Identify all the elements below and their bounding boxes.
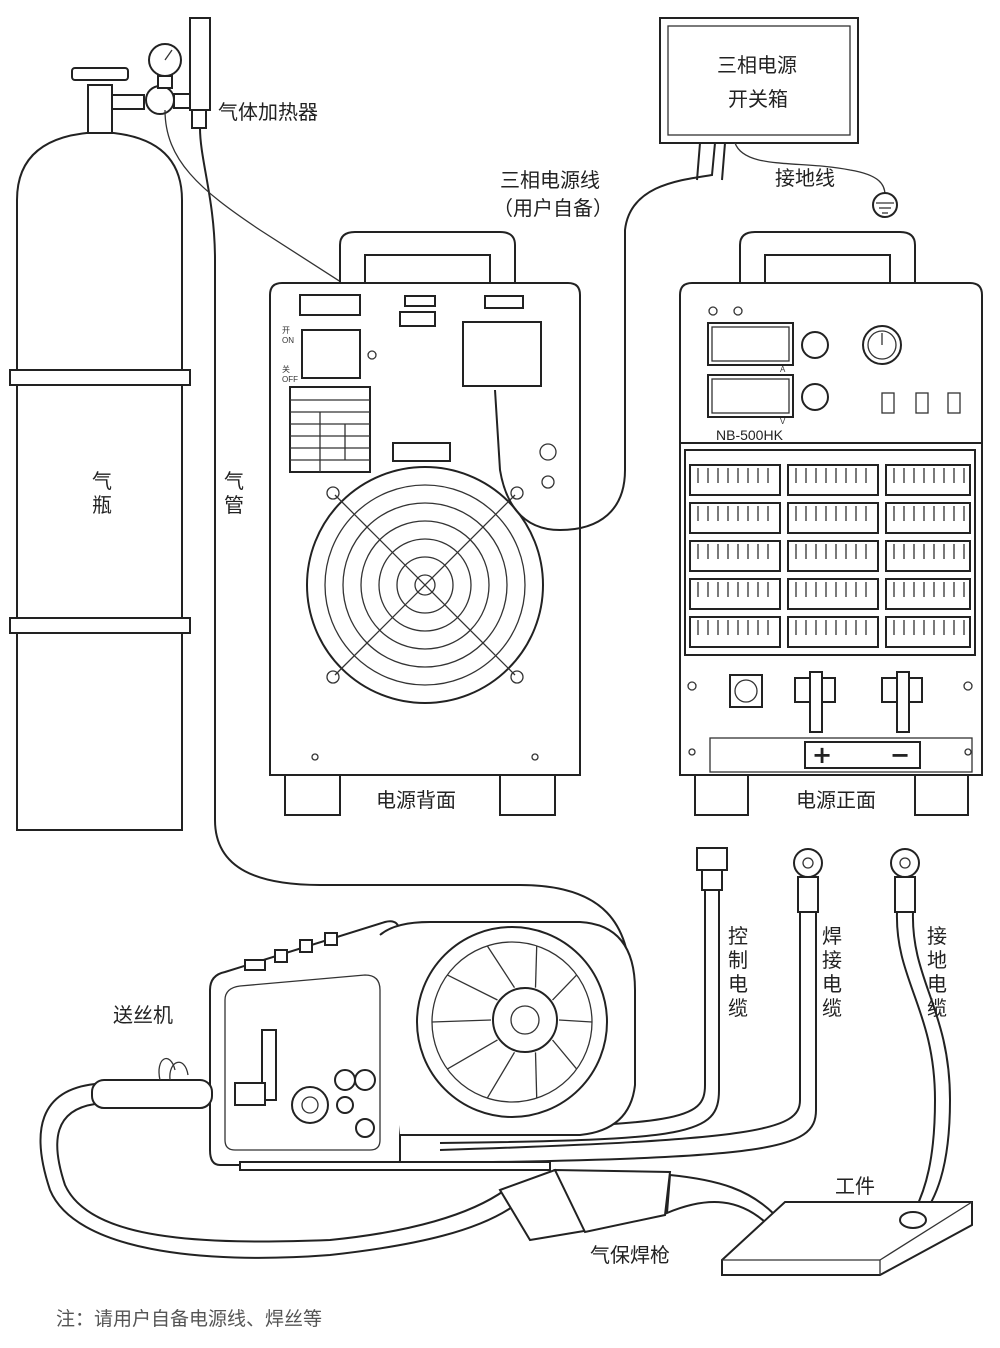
wire-feeder-label: 送丝机 bbox=[113, 1003, 173, 1027]
switch-box-label-1: 三相电源 bbox=[717, 53, 797, 77]
ground-cable-label: 电 bbox=[927, 972, 947, 996]
welding-cable-label: 接 bbox=[822, 948, 842, 972]
power-source-front: A V NB-500HK + − bbox=[679, 231, 983, 816]
vent-slot-group bbox=[689, 502, 781, 534]
vent-slot-group bbox=[885, 578, 971, 610]
torch-label: 气保焊枪 bbox=[590, 1243, 670, 1267]
reel-spoke bbox=[446, 974, 498, 1001]
welding-cable bbox=[439, 848, 823, 1164]
gas-hose-label-1: 气 bbox=[224, 469, 244, 493]
gas-cylinder bbox=[9, 43, 193, 831]
heater-cable bbox=[164, 109, 401, 321]
control-cable-label: 缆 bbox=[728, 996, 748, 1020]
vent-slot-group bbox=[787, 540, 879, 572]
reel-spoke bbox=[446, 1039, 498, 1070]
front-view-label: 电源正面 bbox=[796, 788, 876, 812]
vent-slot-group bbox=[689, 616, 781, 648]
cylinder-label-1: 气 bbox=[92, 469, 112, 493]
workpiece-label: 工件 bbox=[835, 1174, 875, 1198]
welding-cable-label: 缆 bbox=[822, 996, 842, 1020]
three-phase-switch-box bbox=[659, 17, 859, 144]
vent-slot-group bbox=[885, 616, 971, 648]
welding-cable-label: 焊 bbox=[822, 924, 842, 948]
power-source-back: 开 ON 关 OFF bbox=[269, 231, 581, 816]
three-phase-power-line bbox=[494, 142, 716, 532]
power-line-note: （用户自备） bbox=[493, 196, 613, 220]
ground-cable bbox=[890, 848, 952, 1221]
reel-spoke bbox=[486, 1052, 516, 1099]
footnote: 注：请用户自备电源线、焊丝等 bbox=[56, 1308, 322, 1330]
reel-spoke bbox=[534, 1052, 538, 1099]
gas-hose-label-2: 管 bbox=[224, 493, 244, 517]
vent-grille bbox=[689, 464, 971, 648]
back-view-label: 电源背面 bbox=[376, 788, 456, 812]
model-label: NB-500HK bbox=[716, 427, 784, 443]
vent-slot-group bbox=[689, 464, 781, 496]
off-label: 关 bbox=[282, 364, 290, 374]
ground-cable-label: 地 bbox=[927, 948, 947, 972]
voltmeter-unit: V bbox=[780, 417, 786, 426]
vent-slot-group bbox=[885, 540, 971, 572]
ground-cable-label: 缆 bbox=[927, 996, 947, 1020]
power-line-label: 三相电源线 bbox=[500, 168, 600, 192]
ground-cable-label: 接 bbox=[927, 924, 947, 948]
control-cable-label: 制 bbox=[728, 948, 748, 972]
reel-spoke bbox=[486, 945, 516, 989]
on-en-label: ON bbox=[282, 336, 294, 345]
vent-slot-group bbox=[885, 464, 971, 496]
vent-slot-group bbox=[787, 502, 879, 534]
reel-spoke bbox=[534, 945, 538, 988]
control-cable-label: 控 bbox=[728, 924, 748, 948]
ground-wire bbox=[734, 142, 886, 196]
welding-torch bbox=[39, 1057, 777, 1259]
negative-terminal-label: − bbox=[890, 741, 910, 769]
cylinder-label-2: 瓶 bbox=[92, 493, 112, 517]
reel-spoke bbox=[552, 1039, 578, 1070]
workpiece bbox=[721, 1201, 973, 1276]
ground-symbol bbox=[872, 192, 898, 218]
vent-slot-group bbox=[689, 540, 781, 572]
off-en-label: OFF bbox=[282, 375, 298, 384]
switch-box-label-2: 开关箱 bbox=[728, 87, 788, 111]
wire-feeder bbox=[209, 920, 636, 1171]
reel-spoke bbox=[431, 1019, 492, 1023]
positive-terminal-label: + bbox=[812, 741, 832, 769]
ground-wire-label: 接地线 bbox=[775, 166, 835, 190]
reel-spoke bbox=[552, 974, 578, 1001]
reel-spoke bbox=[558, 1019, 593, 1023]
vent-slot-group bbox=[787, 616, 879, 648]
vent-slot-group bbox=[787, 578, 879, 610]
gas-heater bbox=[189, 17, 211, 129]
vent-slot-group bbox=[787, 464, 879, 496]
gas-hose bbox=[199, 127, 632, 1001]
control-cable-label: 电 bbox=[728, 972, 748, 996]
ammeter-unit: A bbox=[780, 365, 786, 374]
vent-slot-group bbox=[885, 502, 971, 534]
on-label: 开 bbox=[282, 326, 290, 335]
welding-cable-label: 电 bbox=[822, 972, 842, 996]
vent-slot-group bbox=[689, 578, 781, 610]
gas-heater-label: 气体加热器 bbox=[218, 100, 318, 124]
